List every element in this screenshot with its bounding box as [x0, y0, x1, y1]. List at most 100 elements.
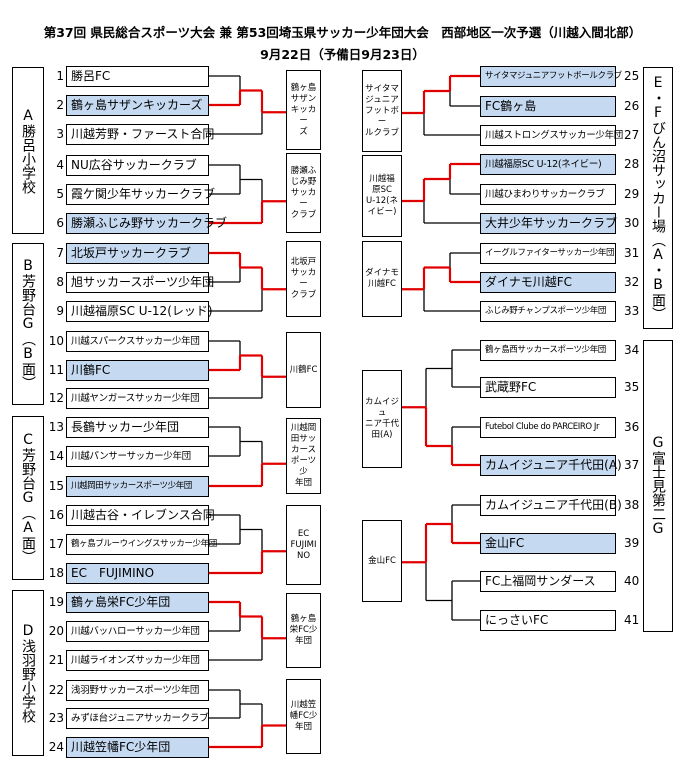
- team-number: 8: [56, 274, 64, 289]
- team-number: 36: [624, 419, 640, 434]
- team-number: 2: [56, 97, 64, 112]
- team-number: 24: [48, 739, 64, 754]
- winner-label: 金山FC: [368, 555, 396, 566]
- team-number: 25: [624, 68, 640, 83]
- team-number: 10: [48, 333, 64, 348]
- team-number: 9: [56, 303, 64, 318]
- winner-box: 川越岡 田サッ カース ポーツ少 年団: [286, 418, 321, 494]
- team-number: 5: [56, 186, 64, 201]
- winner-label: 鶴ヶ島 サザン キッカー ズ: [290, 82, 317, 137]
- team-number: 34: [624, 342, 640, 357]
- venue-g: G富士見第二G: [643, 340, 673, 632]
- winner-box: サイタマ ジュニア フットボー ルクラブ: [362, 70, 402, 152]
- team-box: 旭サッカースポーツ少年団: [66, 271, 214, 293]
- team-box: にっさいFC: [480, 609, 616, 631]
- team-number: 18: [48, 565, 64, 580]
- team-number: 40: [624, 573, 640, 588]
- team-number: 16: [48, 507, 64, 522]
- winner-label: ダイナモ 川越FC: [365, 268, 399, 289]
- team-box: NU広谷サッカークラブ: [66, 154, 209, 176]
- team-box: 鶴ヶ島ブルーウイングスサッカー少年団: [66, 533, 217, 555]
- team-number: 3: [56, 126, 64, 141]
- team-box: 勝呂FC: [66, 65, 209, 87]
- team-number: 6: [56, 215, 64, 230]
- team-number: 17: [48, 536, 64, 551]
- winner-label: カムイジュ ニア千代 田(A): [364, 397, 399, 440]
- winner-box: 川越福 原SC U-12(ネ イビー): [362, 155, 402, 237]
- winner-box: 川鶴FC: [286, 332, 321, 408]
- team-box: ふじみ野チャンプスポーツ少年団: [480, 300, 616, 322]
- team-box: 北坂戸サッカークラブ: [66, 242, 209, 264]
- winner-box: カムイジュ ニア千代 田(A): [362, 370, 402, 468]
- team-box: 川越芳野・ファースト合同: [66, 123, 214, 145]
- venue-c: C芳野台G（A面）: [12, 416, 44, 580]
- team-number: 20: [48, 623, 64, 638]
- team-box: 川越福原SC U-12(レッド): [66, 300, 213, 322]
- winner-label: EC FUJIMI NO: [290, 528, 317, 561]
- team-box: 武蔵野FC: [480, 376, 616, 398]
- team-box: FC鶴ヶ島: [480, 95, 616, 117]
- team-number: 1: [56, 68, 64, 83]
- team-number: 15: [48, 478, 64, 493]
- venue-d: D浅羽野小学校: [12, 590, 44, 756]
- team-box: 霞ケ関少年サッカークラブ: [66, 183, 215, 205]
- team-number: 27: [624, 127, 640, 142]
- team-box: EC FUJIMINO: [66, 562, 209, 584]
- team-number: 19: [48, 594, 64, 609]
- team-box: 川越笠幡FC少年団: [66, 736, 209, 758]
- team-box: 川越パンサーサッカー少年団: [66, 445, 209, 467]
- page-title: 第37回 県民総合スポーツ大会 兼 第53回埼玉県サッカー少年団大会 西部地区一…: [43, 25, 642, 40]
- team-box: 浅羽野サッカースポーツ少年団: [66, 679, 209, 701]
- team-box: 長鶴サッカー少年団: [66, 416, 209, 438]
- venue-b: B芳野台G（B面）: [12, 243, 44, 405]
- winner-box: 鶴ヶ島 栄FC少 年団: [286, 593, 321, 668]
- winner-box: ダイナモ 川越FC: [362, 241, 402, 317]
- winner-box: EC FUJIMI NO: [286, 505, 321, 585]
- team-number: 31: [624, 245, 640, 260]
- team-box: みずほ台ジュニアサッカークラブ: [66, 707, 209, 729]
- winner-label: 川鶴FC: [289, 364, 318, 375]
- team-box: 川越古谷・イレブンス合同: [66, 504, 215, 526]
- team-number: 12: [48, 390, 64, 405]
- winner-label: 北坂戸 サッカー クラブ: [290, 257, 317, 300]
- team-number: 33: [624, 303, 640, 318]
- team-number: 14: [48, 448, 64, 463]
- team-box: 川越岡田サッカースポーツ少年団: [66, 475, 209, 497]
- team-box: Futebol Clube do PARCEIRO Jr: [480, 416, 616, 438]
- winner-box: 北坂戸 サッカー クラブ: [286, 241, 321, 317]
- team-number: 26: [624, 98, 640, 113]
- team-number: 7: [56, 245, 64, 260]
- winner-label: サイタマ ジュニア フットボー ルクラブ: [364, 83, 399, 138]
- team-number: 4: [56, 157, 64, 172]
- team-box: 川越福原SC U-12(ネイビー): [480, 153, 616, 175]
- venue-ef: E・Fびん沼サッカー場（A・B面）: [643, 67, 673, 329]
- team-number: 35: [624, 379, 640, 394]
- team-box: イーグルファイターサッカー少年団: [480, 242, 616, 264]
- team-box: 鶴ヶ島栄FC少年団: [66, 591, 209, 613]
- team-number: 21: [48, 652, 64, 667]
- winner-box: 川越笠 幡FC少 年団: [286, 679, 321, 754]
- team-box: ダイナモ川越FC: [480, 271, 616, 293]
- team-box: 大井少年サッカークラブ: [480, 212, 617, 234]
- team-box: サイタマジュニアフットボールクラブ: [480, 65, 622, 87]
- team-number: 23: [48, 710, 64, 725]
- winner-label: 川越福 原SC U-12(ネ イビー): [366, 174, 398, 217]
- team-number: 22: [48, 682, 64, 697]
- winner-box: 金山FC: [362, 520, 402, 602]
- winner-label: 勝瀬ふ じみ野 サッカー クラブ: [290, 165, 317, 220]
- team-box: 川鶴FC: [66, 359, 209, 381]
- team-number: 13: [48, 419, 64, 434]
- team-number: 37: [624, 457, 640, 472]
- team-box: カムイジュニア千代田(A): [480, 454, 622, 476]
- winner-label: 鶴ヶ島 栄FC少 年団: [289, 614, 318, 646]
- venue-a: A勝呂小学校: [12, 67, 44, 234]
- match-date: 9月22日（予備日9月23日）: [260, 47, 425, 62]
- team-number: 32: [624, 274, 640, 289]
- team-box: 川越ライオンズサッカー少年団: [66, 649, 209, 671]
- team-number: 29: [624, 186, 640, 201]
- team-number: 30: [624, 215, 640, 230]
- team-box: 川越ヤンガースサッカー少年団: [66, 387, 209, 409]
- team-box: 川越バッハローサッカー少年団: [66, 620, 209, 642]
- winner-box: 勝瀬ふ じみ野 サッカー クラブ: [286, 153, 321, 233]
